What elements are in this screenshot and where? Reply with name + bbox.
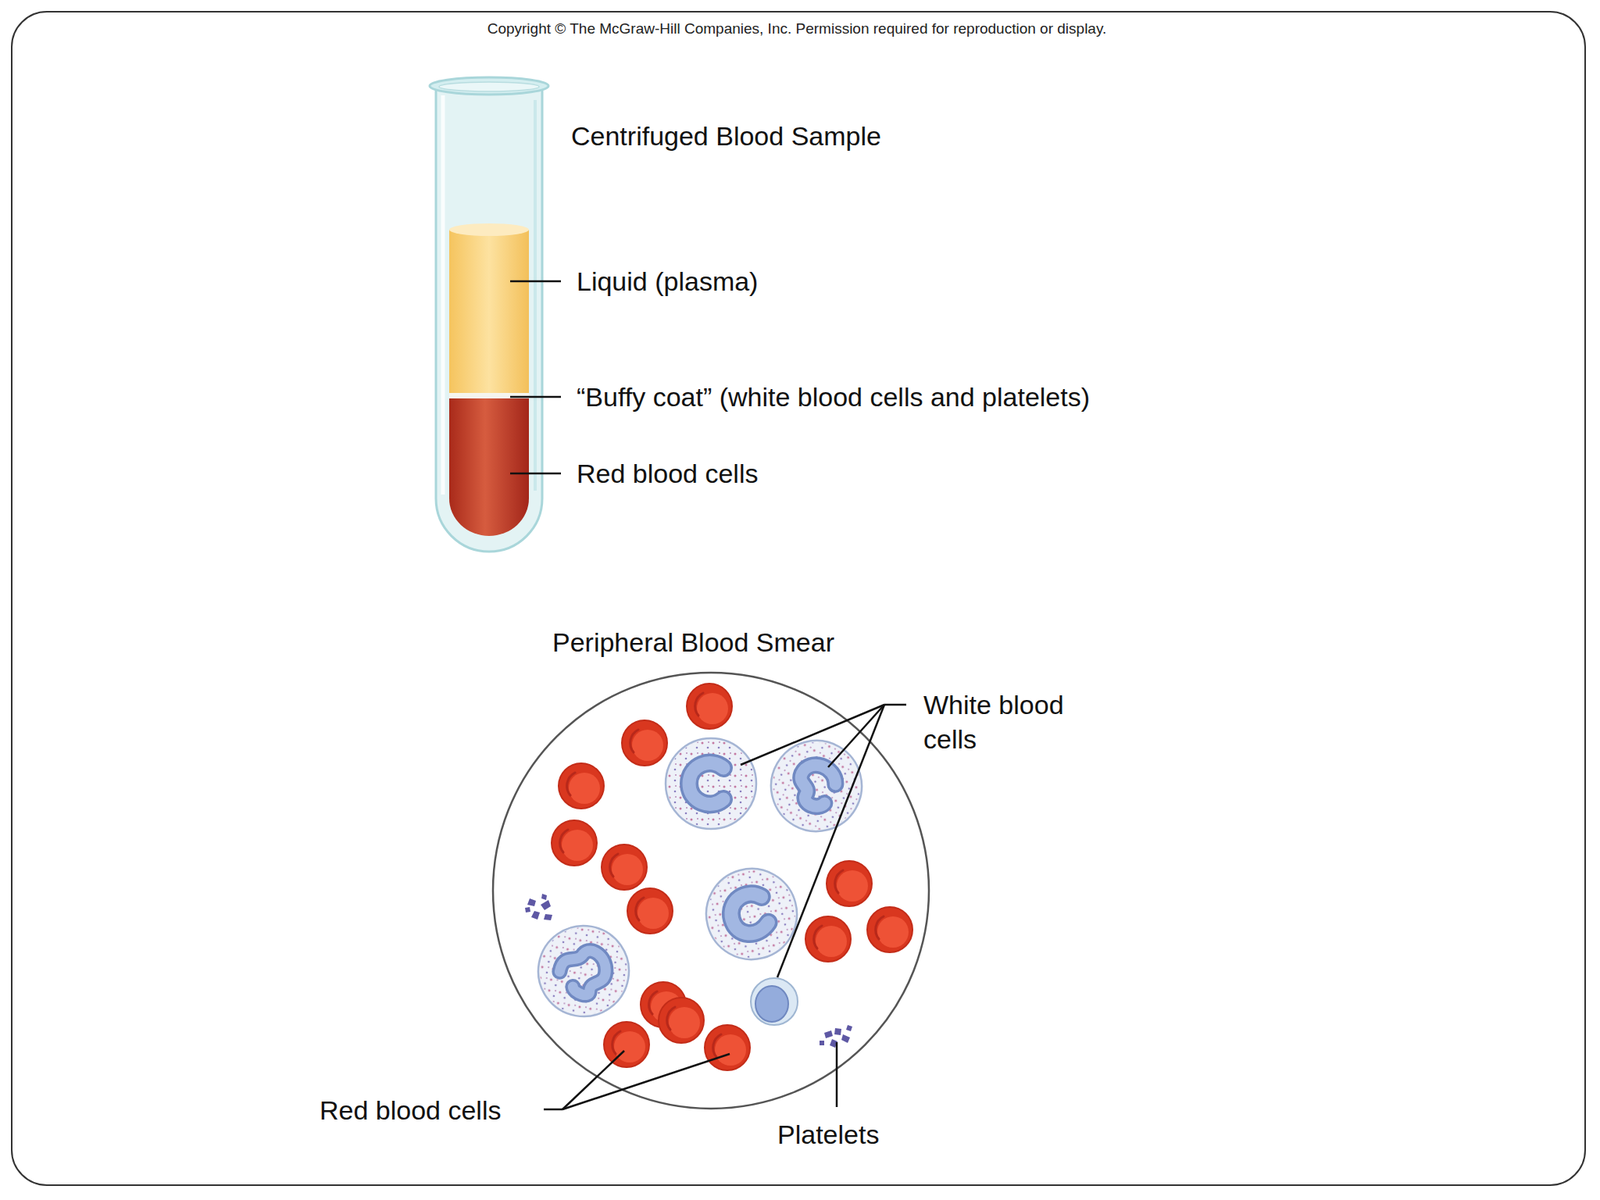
test-tube (428, 76, 550, 552)
cell-label: White blood cells (923, 687, 1080, 757)
panel-heading: Centrifuged Blood Sample (571, 118, 882, 154)
test-tube-node: Centrifuged Blood Sample (428, 76, 550, 552)
layer-label: Liquid (plasma) (576, 264, 758, 299)
layer-label: “Buffy coat” (white blood cells and plat… (576, 379, 1090, 415)
leader-line (543, 1108, 563, 1111)
smear-circle (491, 671, 931, 1111)
copyright-note: Copyright © The McGraw-Hill Companies, I… (0, 18, 1594, 40)
panel-heading: Peripheral Blood Smear (552, 625, 835, 660)
layer-label: Red blood cells (576, 456, 758, 491)
leader-line (884, 703, 907, 707)
smear-node: Peripheral Blood Smear (491, 671, 931, 1111)
cell-label: Platelets (777, 1117, 879, 1152)
cell-label: Red blood cells (319, 1092, 501, 1128)
